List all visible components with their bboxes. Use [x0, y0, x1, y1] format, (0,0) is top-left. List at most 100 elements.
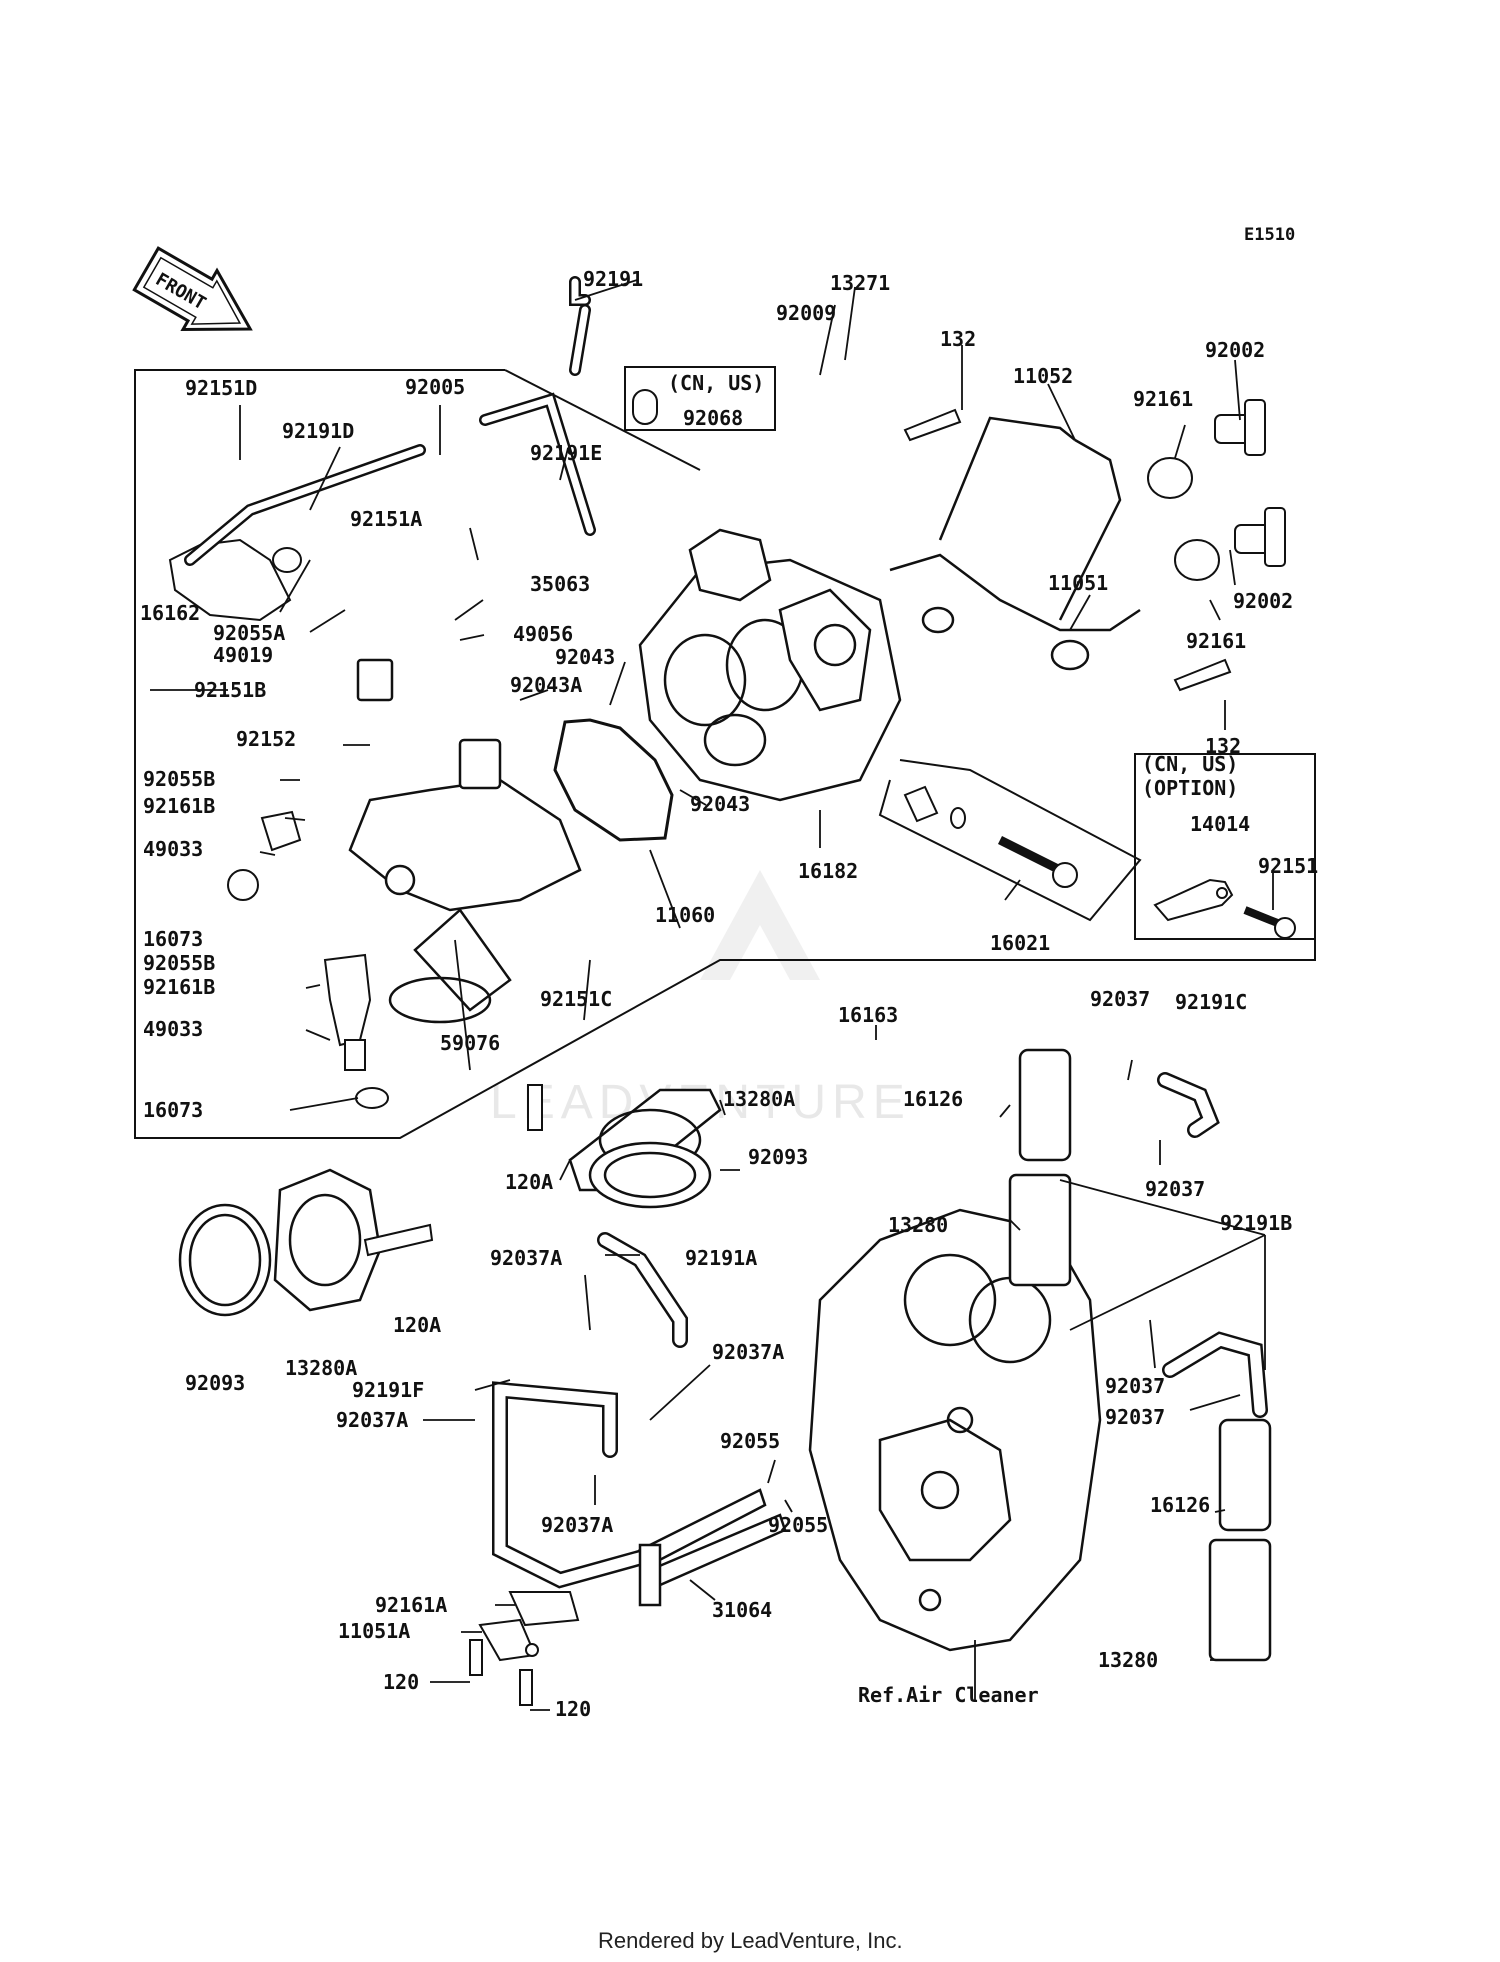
callout-92151: 92151 — [1258, 854, 1318, 878]
bolt-132-upper — [903, 408, 962, 442]
flange-13280a-lower — [273, 1168, 382, 1312]
callout-11052: 11052 — [1013, 364, 1073, 388]
region-box-92068: (CN, US) — [624, 366, 776, 431]
callout-92055-top: 92055 — [720, 1429, 780, 1453]
diagram-id: E1510 — [1244, 225, 1295, 245]
intake-manifold-frame — [134, 369, 1316, 1139]
callout-92043a: 92043A — [510, 673, 582, 697]
callout-92043-top: 92043 — [555, 645, 615, 669]
callout-92055b-bottom: 92055B — [143, 951, 215, 975]
air-cleaner-case — [808, 1208, 1102, 1652]
callout-92152: 92152 — [236, 727, 296, 751]
callout-92161a: 92161A — [375, 1593, 447, 1617]
callout-120a-bottom: 120A — [393, 1313, 441, 1337]
callout-92009: 92009 — [776, 301, 836, 325]
seal-92093-upper — [588, 1141, 712, 1209]
option-note-line1: (CN, US) — [1142, 752, 1238, 776]
bolt-92002-lower — [1234, 507, 1286, 567]
footer-credit: Rendered by LeadVenture, Inc. — [598, 1928, 903, 1953]
callout-11051: 11051 — [1048, 571, 1108, 595]
callout-132-top: 132 — [940, 327, 976, 351]
callout-92161-bottom: 92161 — [1186, 629, 1246, 653]
callout-92037a-left: 92037A — [336, 1408, 408, 1432]
callout-16126-top: 16126 — [903, 1087, 963, 1111]
callout-16126-bottom: 16126 — [1150, 1493, 1210, 1517]
bolt-120a-upper — [527, 1084, 543, 1131]
callout-92191f: 92191F — [352, 1378, 424, 1402]
callout-92093-top: 92093 — [748, 1145, 808, 1169]
bolt-92002-upper — [1214, 399, 1266, 456]
callout-92037-lower-b: 92037 — [1105, 1405, 1165, 1429]
bolt-120-b — [519, 1669, 533, 1706]
callout-92151d: 92151D — [185, 376, 257, 400]
callout-49033-top: 49033 — [143, 837, 203, 861]
parts-box-16021 — [878, 759, 1142, 922]
fuel-rail — [348, 658, 582, 1024]
callout-13280-top: 13280 — [888, 1213, 948, 1237]
region-note: (CN, US) — [668, 371, 764, 395]
callout-13271: 13271 — [830, 271, 890, 295]
throttle-body — [638, 528, 902, 802]
bracket-92161a — [508, 1591, 580, 1627]
callout-92191a: 92191A — [685, 1246, 757, 1270]
leader-lines — [150, 279, 1274, 1711]
callout-120a-top: 120A — [505, 1170, 553, 1194]
hoses-lower-inner — [494, 1074, 1266, 1586]
callout-16073-bottom: 16073 — [143, 1098, 203, 1122]
callout-13280a-top: 13280A — [723, 1087, 795, 1111]
callout-120-right: 120 — [555, 1697, 591, 1721]
callout-16162: 16162 — [140, 601, 200, 625]
callout-labels: 92191 13271 92009 92068 132 11052 92002 … — [140, 267, 1318, 1721]
callout-92002-bottom: 92002 — [1233, 589, 1293, 613]
callout-59076: 59076 — [440, 1031, 500, 1055]
callout-92037a-top: 92037A — [490, 1246, 562, 1270]
bolt-120-a — [469, 1639, 483, 1676]
callout-92037a-right: 92037A — [712, 1340, 784, 1364]
callout-92093-bottom: 92093 — [185, 1371, 245, 1395]
bracket-assembly-11052 — [889, 416, 1141, 671]
callout-92191c: 92191C — [1175, 990, 1247, 1014]
seal-92093-lower — [178, 1203, 272, 1317]
callout-92191: 92191 — [583, 267, 643, 291]
injector-49033-lower — [323, 953, 389, 1109]
option-box-14014: (CN, US) (OPTION) — [1134, 752, 1316, 940]
callout-92191e: 92191E — [530, 441, 602, 465]
callout-92068: 92068 — [683, 406, 743, 430]
callout-49019: 49019 — [213, 643, 273, 667]
callout-13280a-bottom: 13280A — [285, 1356, 357, 1380]
callout-11051a: 11051A — [338, 1619, 410, 1643]
collar-92161-lower — [1174, 539, 1220, 581]
bolt-120a-lower — [363, 1223, 434, 1257]
callout-92002-top: 92002 — [1205, 338, 1265, 362]
callout-11060: 11060 — [655, 903, 715, 927]
callout-92037-lower-a: 92037 — [1105, 1374, 1165, 1398]
gasket-11060 — [553, 718, 674, 842]
callout-13280-bottom: 13280 — [1098, 1648, 1158, 1672]
callout-92151b: 92151B — [194, 678, 266, 702]
callout-14014: 14014 — [1190, 812, 1250, 836]
fuel-filter-16126-upper — [1008, 1048, 1072, 1287]
fuel-line-31064 — [638, 1488, 787, 1607]
callout-92055a: 92055A — [213, 621, 285, 645]
fuel-filter-16126-lower — [1208, 1418, 1272, 1662]
bracket-14014 — [1153, 878, 1234, 922]
plug-92068 — [632, 389, 658, 425]
ref-air-cleaner-note: Ref.Air Cleaner — [858, 1683, 1039, 1707]
callout-120-left: 120 — [383, 1670, 419, 1694]
callout-92043-bottom: 92043 — [690, 792, 750, 816]
callout-35063: 35063 — [530, 572, 590, 596]
bolt-132-lower — [1173, 658, 1232, 692]
callout-92037a-bottom: 92037A — [541, 1513, 613, 1537]
collar-92161-upper — [1147, 457, 1193, 499]
callout-92161b-top: 92161B — [143, 794, 215, 818]
callout-132-bottom: 132 — [1205, 734, 1241, 758]
callout-92055-bottom: 92055 — [768, 1513, 828, 1537]
callout-31064: 31064 — [712, 1598, 772, 1622]
callout-49056: 49056 — [513, 622, 573, 646]
callout-92161-top: 92161 — [1133, 387, 1193, 411]
callout-92037-top: 92037 — [1090, 987, 1150, 1011]
callout-16021: 16021 — [990, 931, 1050, 955]
option-note-line2: (OPTION) — [1142, 776, 1238, 800]
injector-49033-upper — [227, 810, 302, 901]
